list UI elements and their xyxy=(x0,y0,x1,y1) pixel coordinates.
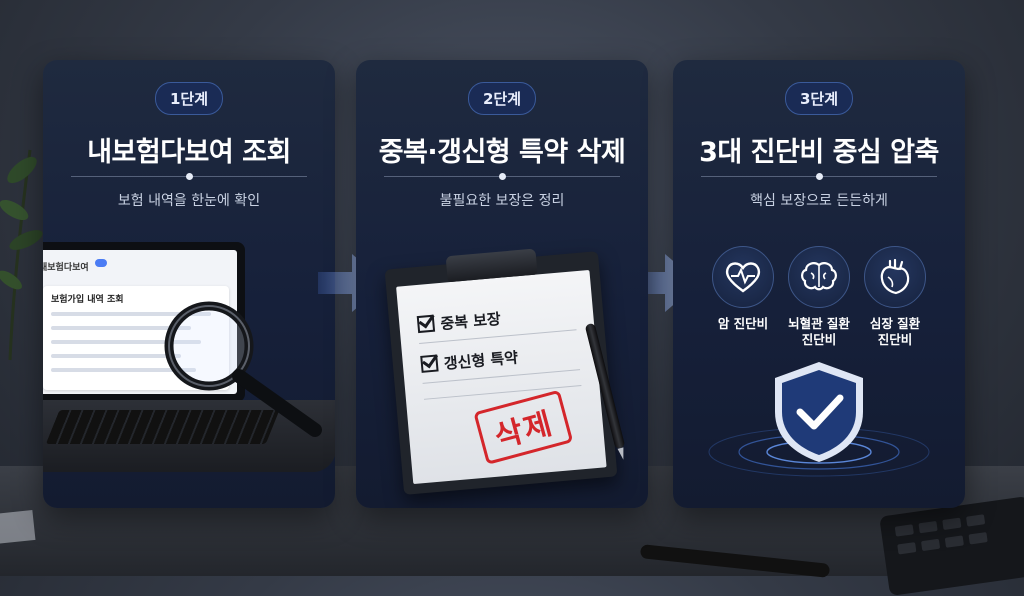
step-badge: 1단계 xyxy=(154,82,224,115)
heart-icon xyxy=(712,246,774,308)
heart-organ-icon xyxy=(864,246,926,308)
shield-check-icon xyxy=(708,362,930,477)
screen-row xyxy=(51,368,196,372)
step-title: 중복·갱신형 특약 삭제 xyxy=(378,137,626,168)
step-badge: 3단계 xyxy=(784,82,854,115)
divider xyxy=(701,173,937,180)
laptop-illustration: 내보험다보여 보험가입 내역 조회 xyxy=(43,242,335,472)
step-subtitle: 보험 내역을 한눈에 확인 xyxy=(117,193,261,209)
screen-row xyxy=(51,354,181,358)
screen-row xyxy=(51,340,201,344)
step-subtitle: 핵심 보장으로 든든하게 xyxy=(750,193,888,209)
divider xyxy=(384,173,620,180)
step-title: 내보험다보여 조회 xyxy=(87,137,291,168)
checklist-label: 중복 보장 xyxy=(439,309,502,334)
checklist-item: 갱신형 특약 xyxy=(420,347,519,376)
diagnosis-label: 암 진단비 xyxy=(717,316,769,331)
magnifier-icon xyxy=(164,301,322,437)
checklist-item: 중복 보장 xyxy=(416,308,502,336)
app-header: 내보험다보여 xyxy=(43,263,89,273)
screen-title: 보험가입 내역 조회 xyxy=(51,295,124,305)
laptop-screen: 내보험다보여 보험가입 내역 조회 xyxy=(43,250,237,394)
checkbox-checked-icon xyxy=(420,354,439,373)
divider xyxy=(71,173,307,180)
screen-row xyxy=(51,326,191,330)
step-card-3: 3단계 3대 진단비 중심 압축 핵심 보장으로 든든하게 암 진단비 뇌혈관 … xyxy=(673,60,965,508)
checklist-label: 갱신형 특약 xyxy=(443,348,519,373)
app-chip xyxy=(95,259,107,267)
screen-row xyxy=(51,312,211,316)
plant-decoration xyxy=(0,149,43,361)
step-card-1: 1단계 내보험다보여 조회 보험 내역을 한눈에 확인 내보험다보여 보험가입 … xyxy=(43,60,335,508)
delete-stamp: 삭제 xyxy=(473,389,574,465)
checkbox-checked-icon xyxy=(416,314,436,334)
clipboard-paper: 중복 보장 갱신형 특약 삭제 xyxy=(396,269,607,485)
desk-paper xyxy=(0,509,36,545)
diagnosis-item-cancer: 암 진단비 xyxy=(701,246,785,332)
step-title: 3대 진단비 중심 압축 xyxy=(699,137,939,168)
laptop-screen-frame: 내보험다보여 보험가입 내역 조회 xyxy=(43,242,245,402)
step-card-2: 2단계 중복·갱신형 특약 삭제 불필요한 보장은 정리 중복 보장 갱신형 특… xyxy=(356,60,648,508)
step-badge: 2단계 xyxy=(467,82,537,115)
clipboard-illustration: 중복 보장 갱신형 특약 삭제 xyxy=(384,248,618,495)
brain-icon xyxy=(788,246,850,308)
step-subtitle: 불필요한 보장은 정리 xyxy=(439,193,565,209)
